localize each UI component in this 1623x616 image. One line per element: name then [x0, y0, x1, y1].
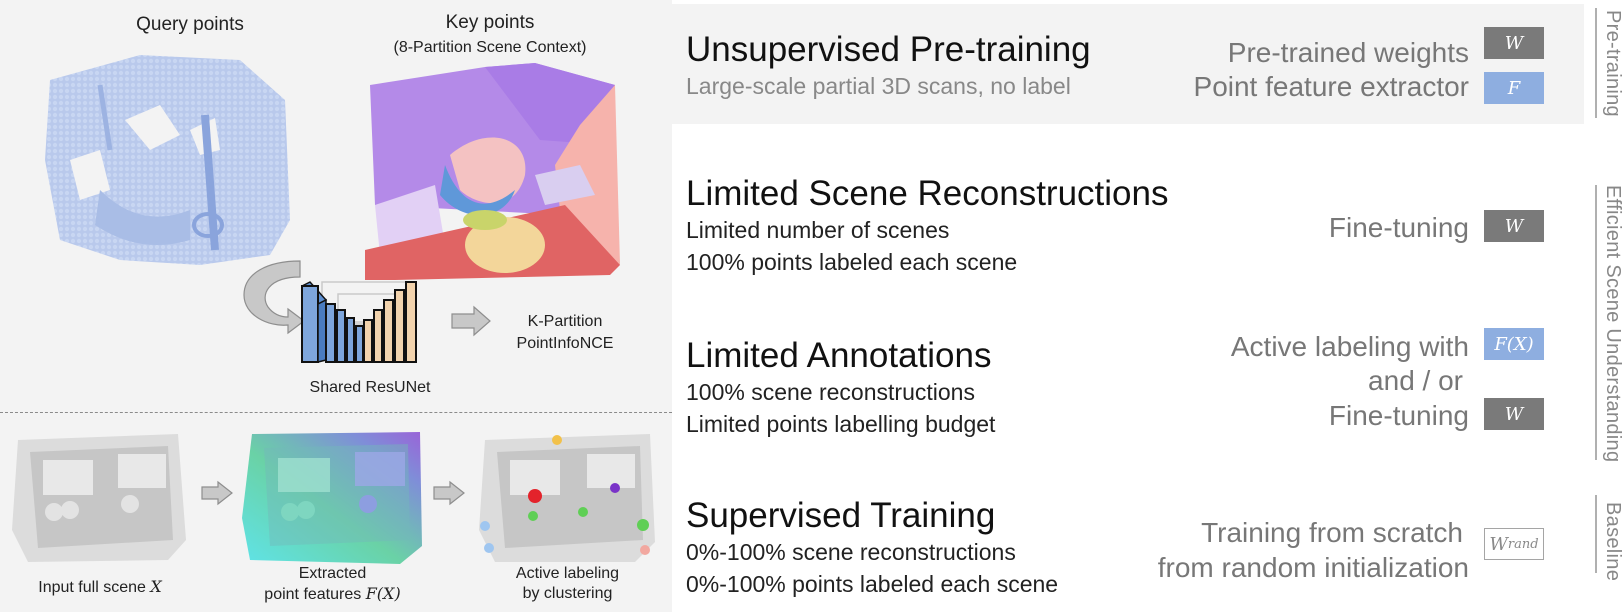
illustration-panel: Query points Key points (8-Partition Sce…	[0, 0, 672, 612]
section-limited-scene-reconstructions: Limited Scene Reconstructions Limited nu…	[686, 174, 1168, 278]
section-description-line: 0%-100% points labeled each scene	[686, 571, 1059, 597]
arrow-right-icon	[201, 480, 233, 506]
arrow-right-icon	[451, 305, 491, 337]
section-title: Limited Annotations	[686, 336, 992, 375]
group-label-pretraining: Pre-training	[1602, 10, 1623, 117]
section-title: Unsupervised Pre-training	[686, 30, 1091, 69]
weights-box: W	[1484, 398, 1544, 430]
query-point-cloud-image	[45, 55, 290, 265]
group-rule-baseline	[1595, 495, 1597, 573]
arrow-right-icon	[433, 480, 465, 506]
section-title: Limited Scene Reconstructions	[686, 174, 1169, 213]
curved-arrow-icon	[243, 260, 305, 335]
section-description-line: 100% points labeled each scene	[686, 249, 1018, 275]
section-description: Large-scale partial 3D scans, no label	[686, 73, 1071, 99]
training-from-scratch-label: Training from scratch	[1201, 517, 1463, 548]
loss-label-line2: PointInfoNCE	[516, 335, 614, 352]
weights-box: W	[1484, 27, 1544, 59]
group-rule-pretraining	[1595, 8, 1597, 118]
network-label: Shared ResUNet	[309, 379, 431, 396]
key-points-sublabel: (8-Partition Scene Context)	[393, 39, 587, 56]
group-label-baseline: Baseline	[1602, 502, 1623, 582]
weights-box: W	[1484, 210, 1544, 242]
feature-extractor-box: F	[1484, 72, 1544, 104]
input-scene-image	[12, 434, 186, 562]
group-rule-efficient	[1595, 185, 1597, 460]
key-point-cloud-image	[365, 63, 620, 280]
pretraining-band	[672, 4, 1584, 124]
active-labeling-label: Active labeling by clustering	[515, 565, 620, 602]
section-description-line: Limited points labelling budget	[686, 411, 996, 437]
section-description-line: 0%-100% scene reconstructions	[686, 539, 1016, 565]
key-points-label: Key points	[445, 12, 535, 33]
section-description-line: 100% scene reconstructions	[686, 379, 975, 405]
random-init-label: from random initialization	[1157, 552, 1469, 583]
input-scene-label: Input full scene X	[38, 577, 162, 596]
section-supervised-training: Supervised Training 0%-100% scene recons…	[686, 496, 1058, 600]
feature-scene-image	[242, 432, 422, 564]
loss-label-line1: K-Partition	[527, 313, 603, 330]
active-labeling-scene-image	[479, 434, 655, 562]
fine-tuning-label: Fine-tuning	[1328, 400, 1469, 431]
section-unsupervised-pretraining: Unsupervised Pre-training Large-scale pa…	[686, 30, 1091, 102]
feature-fx-box: F(X)	[1484, 328, 1544, 360]
and-or-label: and / or	[1368, 365, 1463, 396]
fine-tuning-label: Fine-tuning	[1328, 212, 1469, 243]
section-divider	[0, 412, 672, 413]
section-description-line: Limited number of scenes	[686, 217, 950, 243]
resunet-network-icon	[300, 281, 417, 363]
section-limited-annotations: Limited Annotations 100% scene reconstru…	[686, 336, 995, 440]
group-label-efficient-scene-understanding: Efficient Scene Understanding	[1602, 185, 1623, 463]
active-labeling-with-label: Active labeling with	[1230, 331, 1469, 362]
section-title: Supervised Training	[686, 496, 996, 535]
extracted-features-label: Extracted point features F(X)	[264, 565, 401, 603]
point-feature-extractor-label: Point feature extractor	[1193, 71, 1469, 102]
pretrained-weights-label: Pre-trained weights	[1227, 37, 1469, 68]
query-points-label: Query points	[136, 14, 244, 35]
